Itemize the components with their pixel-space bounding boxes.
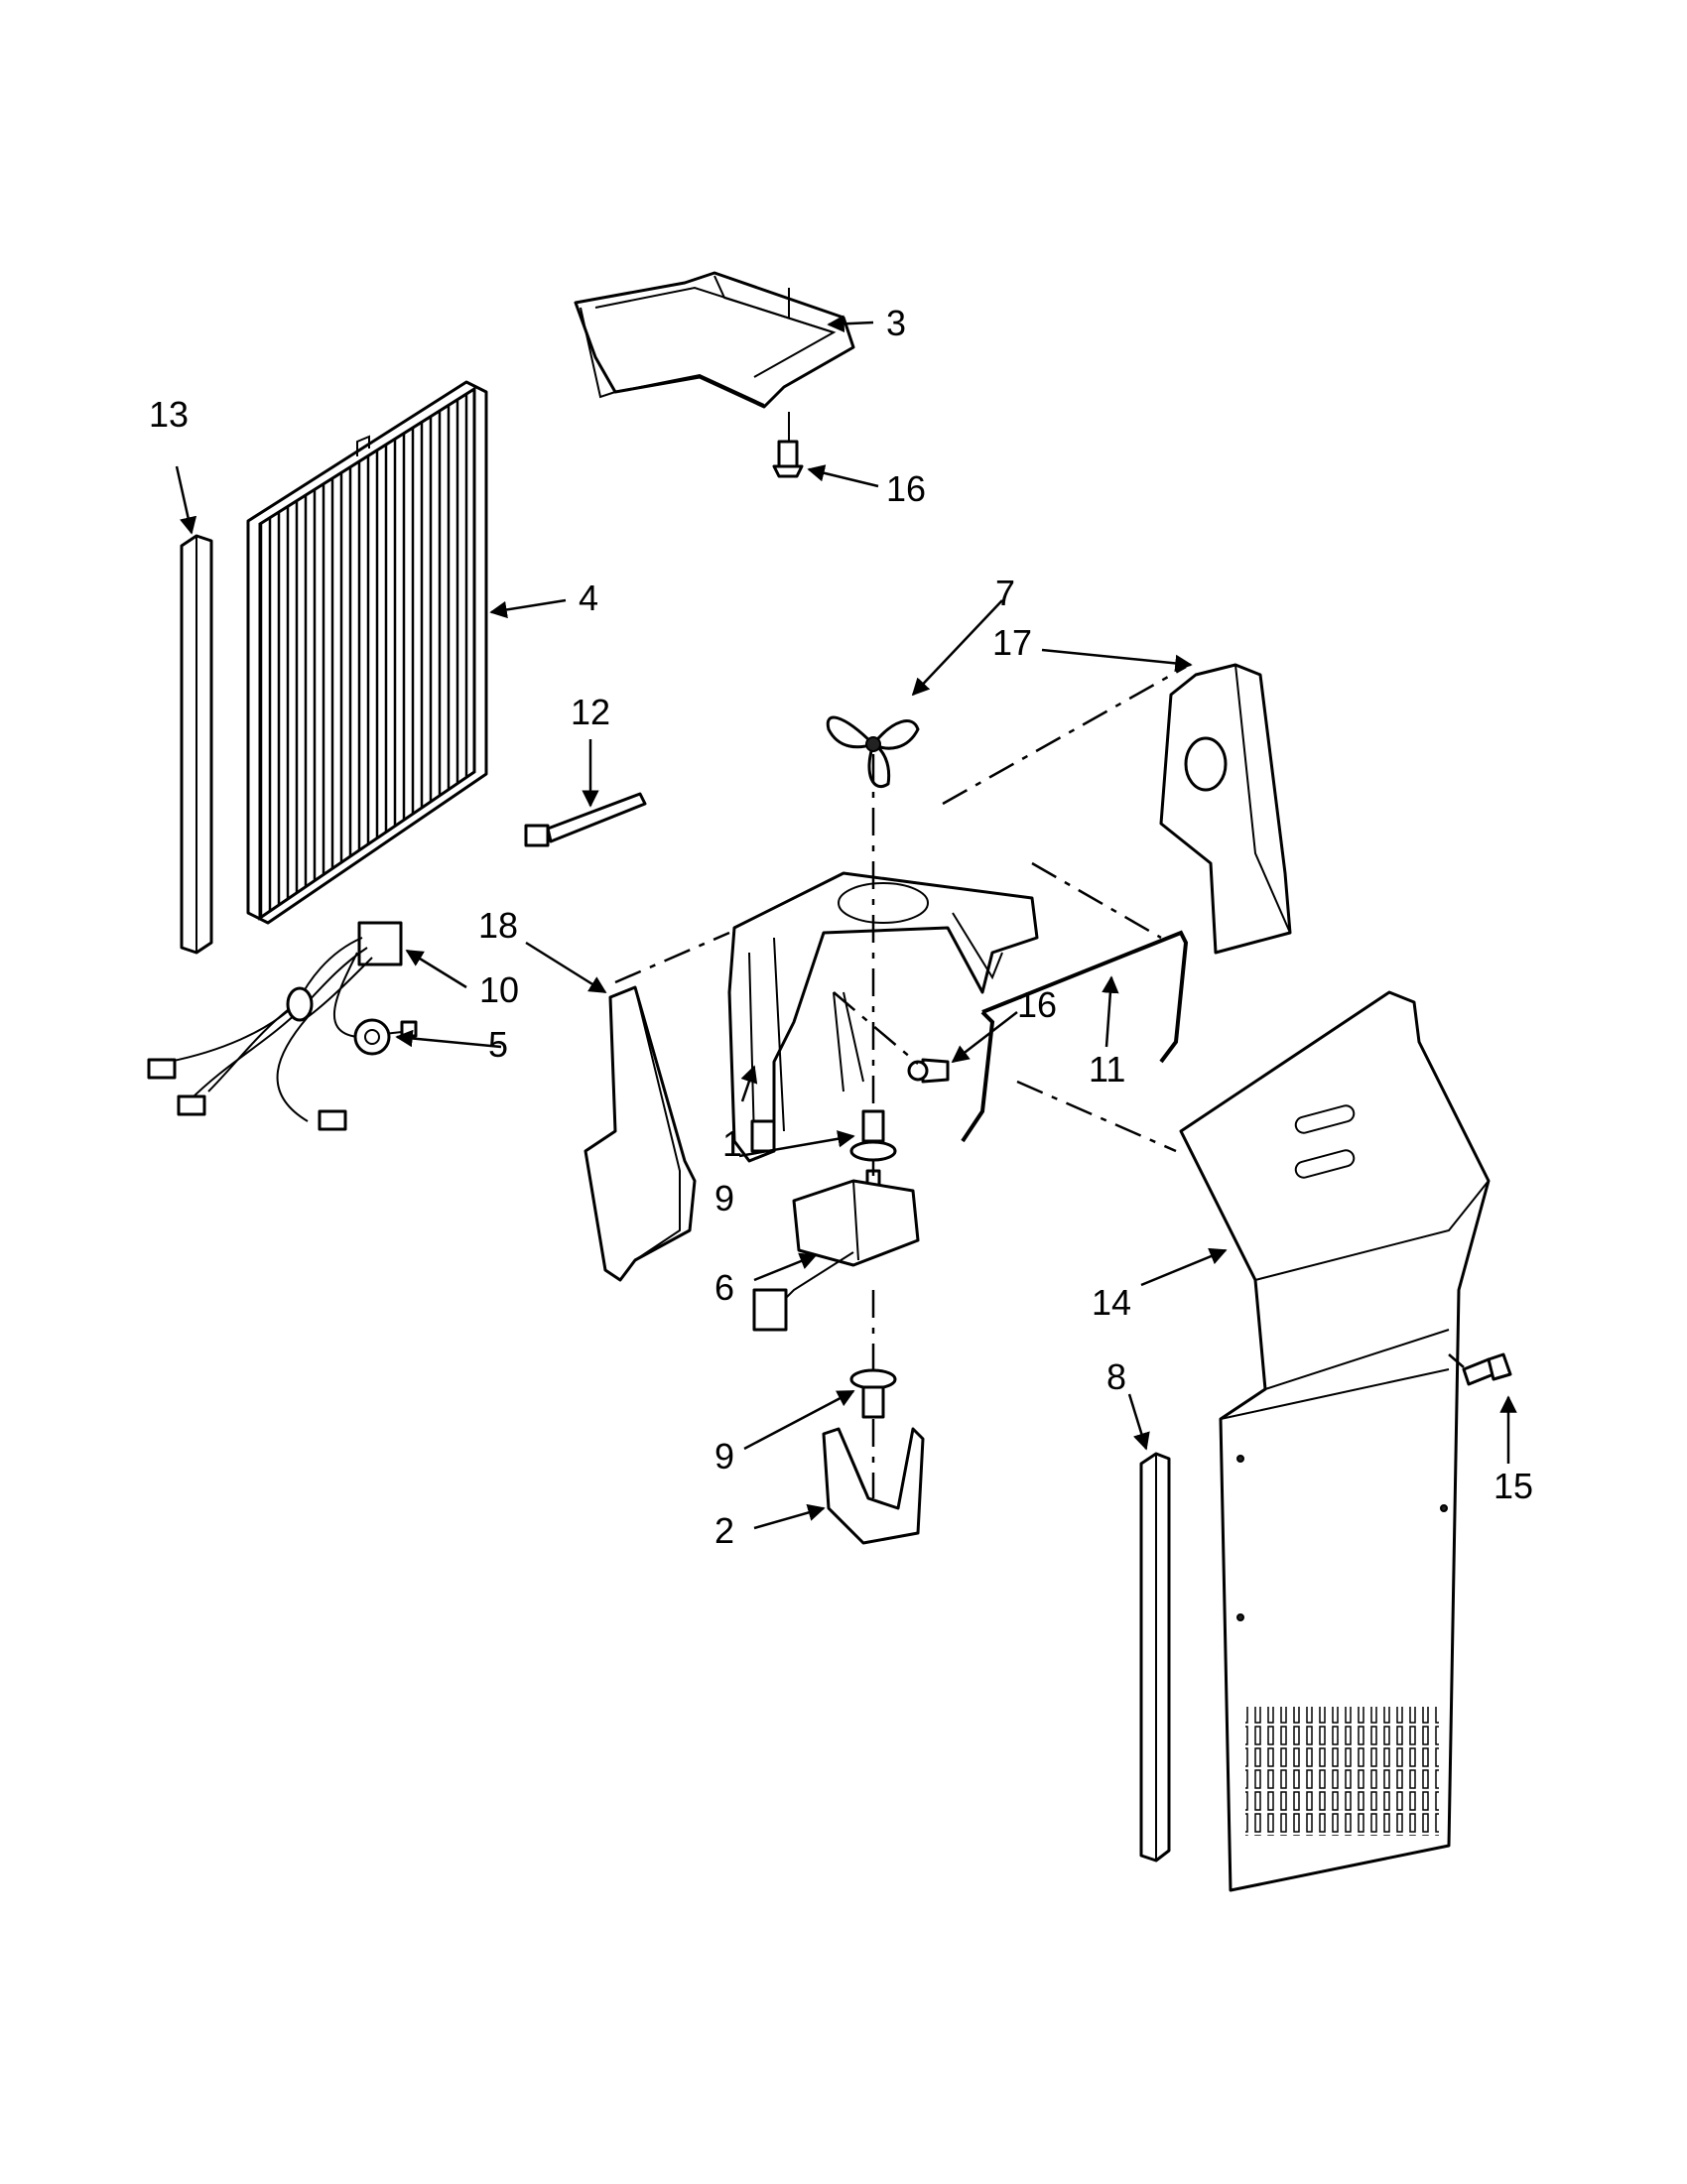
wire-bracket-part-11 bbox=[961, 930, 1189, 1143]
fan-motor-part-6 bbox=[752, 1161, 920, 1332]
insulation-panel-part-18 bbox=[584, 985, 697, 1282]
screw-part-15 bbox=[1462, 1352, 1512, 1386]
callout-5: 5 bbox=[488, 1024, 508, 1065]
callouts: 3 16 13 4 12 7 17 18 16 10 5 11 1 9 6 14… bbox=[149, 303, 1533, 1551]
air-duct-part-3 bbox=[574, 271, 855, 409]
gasket-strip-part-13 bbox=[180, 534, 213, 955]
callout-18: 18 bbox=[478, 905, 518, 946]
callout-12: 12 bbox=[571, 692, 610, 732]
motor-bracket-part-2 bbox=[822, 1427, 925, 1545]
callout-16-top: 16 bbox=[886, 468, 926, 509]
callout-8: 8 bbox=[1106, 1356, 1126, 1397]
screw-part-16-housing bbox=[907, 1058, 950, 1084]
callout-7: 7 bbox=[995, 573, 1015, 613]
grommet-part-5 bbox=[353, 1018, 391, 1056]
callout-16-housing: 16 bbox=[1017, 984, 1057, 1025]
assembly-lines bbox=[614, 665, 1465, 1498]
fan-blade-part-7 bbox=[826, 715, 920, 788]
insulation-panel-part-17 bbox=[1159, 663, 1292, 955]
callout-6: 6 bbox=[714, 1267, 734, 1308]
callout-9-upper: 9 bbox=[714, 1178, 734, 1219]
grommet-part-9-lower bbox=[849, 1368, 897, 1419]
callout-13: 13 bbox=[149, 394, 189, 435]
callout-2: 2 bbox=[714, 1510, 734, 1551]
callout-4: 4 bbox=[579, 578, 598, 618]
grommet-part-9-upper bbox=[849, 1109, 897, 1162]
leader-arrows bbox=[175, 315, 1517, 1530]
callout-14: 14 bbox=[1092, 1282, 1131, 1323]
callout-17: 17 bbox=[992, 622, 1032, 663]
callout-11: 11 bbox=[1089, 1049, 1125, 1090]
callout-15: 15 bbox=[1493, 1466, 1533, 1506]
callout-1: 1 bbox=[722, 1123, 742, 1164]
wire-harness-part-10 bbox=[147, 921, 418, 1131]
callout-3: 3 bbox=[886, 303, 906, 343]
callout-10: 10 bbox=[479, 969, 519, 1010]
gasket-strip-part-8 bbox=[1139, 1452, 1171, 1863]
cable-tie-part-12 bbox=[524, 792, 647, 847]
callout-9-lower: 9 bbox=[714, 1436, 734, 1477]
condenser-coil-part-4 bbox=[246, 380, 488, 925]
rear-panel-part-14 bbox=[1179, 990, 1491, 1892]
fan-housing-part-1 bbox=[727, 871, 1039, 1163]
screw-part-16-top bbox=[772, 412, 804, 478]
